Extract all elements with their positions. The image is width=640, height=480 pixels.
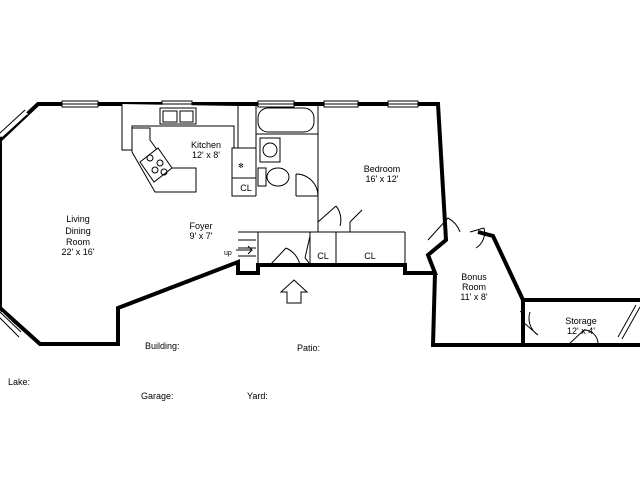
kitchen-name: Kitchen [191, 140, 221, 150]
living-name-1: Living [66, 214, 90, 224]
door-bedroom [317, 196, 363, 232]
door-bonus [427, 217, 486, 249]
window-top-4 [323, 100, 359, 108]
hall-closet-label: CL [317, 251, 329, 261]
window-top-5 [387, 100, 419, 108]
window-living-lower [0, 311, 23, 338]
bonus-name-2: Room [462, 282, 486, 292]
foyer-name: Foyer [189, 221, 212, 231]
door-storage [519, 309, 599, 346]
kitchen-size: 12' x 8' [192, 150, 220, 160]
legend-building: Building: [145, 341, 180, 351]
door-bathroom [295, 173, 319, 197]
stairs [236, 231, 259, 265]
storage-wall [523, 298, 640, 347]
kitchen-closet-label: CL [240, 183, 252, 193]
window-storage [617, 304, 640, 340]
bathroom [255, 104, 319, 196]
bonus-name-1: Bonus [461, 272, 487, 282]
legend-garage: Garage: [141, 391, 174, 401]
bonus-size: 11' x 8' [460, 292, 488, 302]
svg-text:✻: ✻ [238, 162, 244, 170]
window-top-1 [61, 100, 99, 108]
stairs-label: up [224, 250, 232, 257]
door-closet-hall [304, 235, 311, 267]
hvac-unit: ✻ [231, 147, 257, 179]
storage-size: 12' x 4' [567, 326, 595, 336]
foyer-size: 9' x 7' [190, 231, 213, 241]
hall-closets [258, 231, 406, 265]
legend-patio: Patio: [297, 343, 320, 353]
living-name-2: Dining [65, 226, 91, 236]
window-top-3 [257, 100, 295, 108]
stove [139, 147, 173, 183]
bedroom-closet-label: CL [364, 251, 376, 261]
door-front [269, 247, 301, 266]
legend-lake: Lake: [8, 377, 30, 387]
living-name-3: Room [66, 237, 90, 247]
living-size: 22' x 16' [62, 247, 95, 257]
bedroom-name: Bedroom [364, 164, 401, 174]
kitchen-closet-outline [231, 178, 256, 197]
window-living-upper [0, 109, 28, 139]
storage-name: Storage [565, 316, 597, 326]
kitchen-sink [159, 107, 197, 125]
main-exterior-wall [0, 102, 449, 346]
legend-yard: Yard: [247, 391, 268, 401]
entry-arrow-icon [279, 279, 309, 304]
bedroom-size: 16' x 12' [366, 174, 399, 184]
